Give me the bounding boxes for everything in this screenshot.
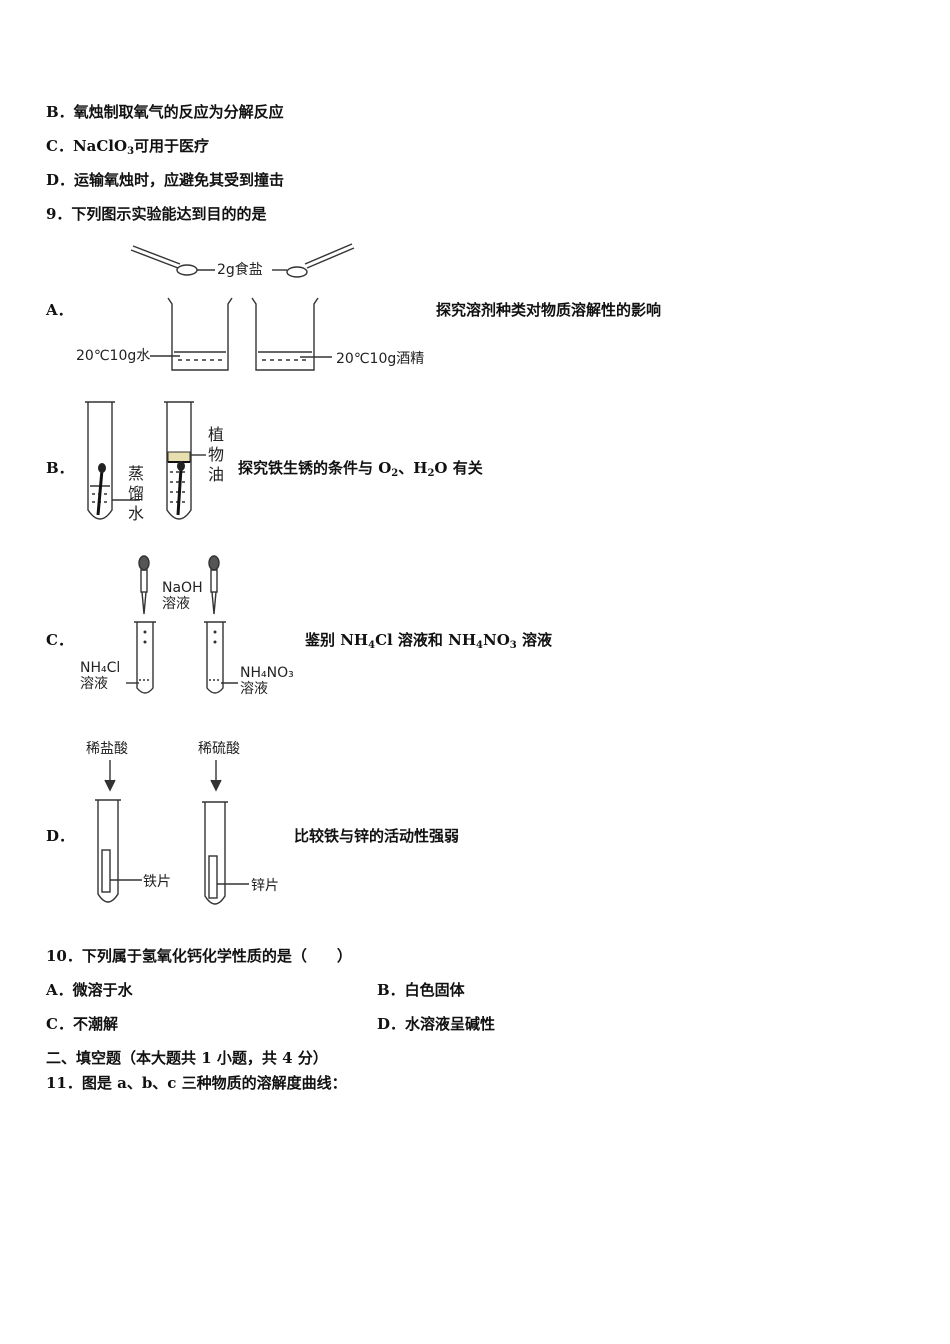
q9-option-b-desc: 探究铁生锈的条件与 O2、H2O 有关 xyxy=(238,459,483,479)
q10-option-b: B．白色固体 xyxy=(377,981,465,999)
q11-stem: 11．图是 a、b、c 三种物质的溶解度曲线： xyxy=(46,1074,347,1092)
q9-option-c-desc: 鉴别 NH4Cl 溶液和 NH4NO3 溶液 xyxy=(305,631,552,651)
q9-option-d-desc: 比较铁与锌的活动性强弱 xyxy=(294,827,460,845)
distilled-water-label: 蒸馏水 xyxy=(128,464,145,523)
q10-option-d: D．水溶液呈碱性 xyxy=(377,1015,496,1033)
q10-option-a: A．微溶于水 xyxy=(46,981,133,999)
q9-option-c-letter: C． xyxy=(46,631,73,649)
q8-option-b: B．氧烛制取氧气的反应为分解反应 xyxy=(46,103,284,121)
zinc-label: 锌片 xyxy=(251,878,279,894)
water-beaker-label: 20℃10g水 xyxy=(76,348,151,364)
iron-label: 铁片 xyxy=(143,874,171,890)
q10-option-c: C．不潮解 xyxy=(46,1015,118,1033)
q9-option-a-desc: 探究溶剂种类对物质溶解性的影响 xyxy=(436,301,662,319)
q8-option-c: C．NaClO3可用于医疗 xyxy=(46,137,210,157)
q9-option-d-letter: D． xyxy=(46,827,75,845)
q9-option-a-letter: A． xyxy=(46,301,73,319)
plant-oil-label: 植物油 xyxy=(208,425,225,484)
alcohol-beaker-label: 20℃10g酒精 xyxy=(336,351,425,367)
section-title: 二、填空题（本大题共 1 小题，共 4 分） xyxy=(46,1049,328,1067)
q10-stem: 10．下列属于氢氧化钙化学性质的是（ ） xyxy=(46,947,352,965)
q9-stem: 9．下列图示实验能达到目的的是 xyxy=(46,205,267,223)
q9-option-b-letter: B． xyxy=(46,459,74,477)
q8-option-d: D．运输氧烛时，应避免其受到撞击 xyxy=(46,171,285,189)
hcl-label: 稀盐酸 xyxy=(86,741,128,757)
salt-label: 2g食盐 xyxy=(217,262,263,278)
h2so4-label: 稀硫酸 xyxy=(198,741,240,757)
